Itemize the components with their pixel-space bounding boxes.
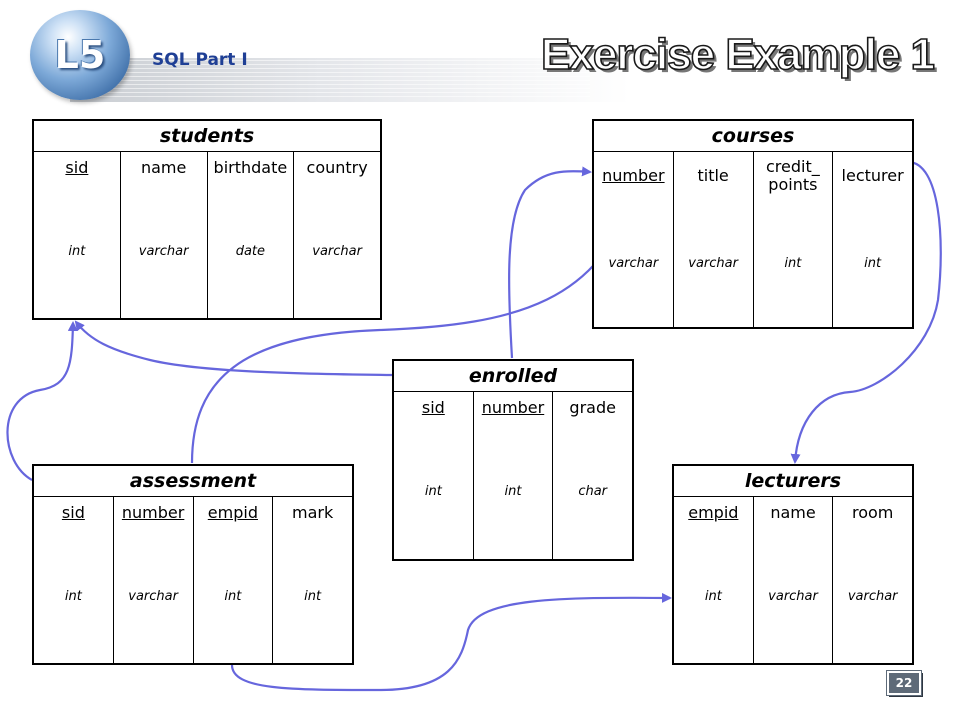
column-empid: empid int: [674, 497, 754, 663]
column-type: date: [235, 243, 266, 259]
slide-title: Exercise Example 1: [540, 29, 936, 80]
column-type: varchar: [847, 588, 898, 604]
column-name: room: [851, 502, 894, 522]
column-name: country: [306, 157, 368, 177]
column-name: empid: [207, 502, 258, 522]
column-name: name: [770, 502, 816, 522]
column-name-field: name varchar: [121, 152, 208, 318]
lecture-badge: L5: [54, 33, 106, 77]
column-name: number: [121, 502, 185, 522]
column-name: empid: [688, 502, 739, 522]
column-number: number varchar: [114, 497, 194, 663]
column-name: sid: [421, 397, 445, 417]
column-type: int: [784, 256, 802, 271]
column-type: varchar: [608, 256, 659, 271]
column-type: int: [864, 256, 882, 271]
connector-assessment-sid-to-students: [6, 321, 78, 481]
table-lecturers: lecturers empid int name varchar room va…: [672, 464, 914, 665]
column-name: birthdate: [213, 157, 288, 177]
column-title: title varchar: [674, 152, 754, 327]
column-name: grade: [569, 397, 616, 417]
column-name: mark: [292, 502, 334, 522]
column-sid: sid int: [394, 392, 474, 559]
column-room: room varchar: [833, 497, 912, 663]
table-title: enrolled: [394, 361, 632, 392]
column-type: int: [504, 484, 522, 499]
column-name-field: name varchar: [754, 497, 834, 663]
slide-subtitle: SQL Part I: [152, 50, 248, 70]
lecture-badge-sphere: [30, 10, 130, 100]
column-country: country varchar: [294, 152, 380, 318]
column-name: sid: [61, 502, 85, 522]
column-type: int: [224, 588, 242, 604]
column-birthdate: birthdate date: [208, 152, 295, 318]
column-type: int: [68, 243, 86, 259]
column-type: varchar: [768, 588, 818, 604]
column-lecturer: lecturer int: [833, 152, 912, 327]
column-name: credit_ points: [766, 156, 820, 194]
column-name: lecturer: [841, 165, 904, 185]
table-title: lecturers: [674, 466, 912, 497]
column-number: number int: [474, 392, 554, 559]
connector-assessment-number-to-courses: [190, 190, 637, 464]
column-type: char: [578, 484, 608, 499]
connector-enrolled-sid-to-students: [74, 320, 393, 377]
column-type: varchar: [138, 243, 189, 259]
table-assessment: assessment sid int number varchar empid …: [32, 464, 354, 665]
column-name: title: [697, 165, 729, 185]
header-stripes: [70, 60, 590, 100]
table-title: assessment: [34, 466, 352, 497]
connector-courses-lecturer-to-lecturers: [790, 160, 942, 464]
table-courses: courses number varchar title varchar cre…: [592, 119, 914, 329]
column-credit-points: credit_ points int: [754, 152, 834, 327]
column-name: number: [602, 165, 665, 185]
column-name: name: [140, 157, 187, 177]
column-number: number varchar: [594, 152, 674, 327]
table-columns: number varchar title varchar credit_ poi…: [594, 152, 912, 327]
table-columns: sid int number varchar empid int mark in…: [34, 497, 352, 663]
column-empid: empid int: [194, 497, 274, 663]
column-sid: sid int: [34, 497, 114, 663]
column-name: sid: [65, 157, 89, 177]
table-columns: sid int name varchar birthdate date coun…: [34, 152, 380, 318]
column-type: int: [704, 588, 722, 604]
table-title: courses: [594, 121, 912, 152]
connector-assessment-empid-to-lecturers: [230, 592, 672, 692]
column-mark: mark int: [273, 497, 352, 663]
column-type: varchar: [688, 256, 738, 271]
column-type: varchar: [128, 588, 178, 604]
column-type: int: [424, 484, 442, 499]
table-columns: sid int number int grade char: [394, 392, 632, 559]
column-type: varchar: [312, 243, 362, 259]
table-students: students sid int name varchar birthdate …: [32, 119, 382, 320]
column-grade: grade char: [553, 392, 632, 559]
column-name: number: [481, 397, 545, 417]
column-type: int: [64, 588, 82, 604]
table-columns: empid int name varchar room varchar: [674, 497, 912, 663]
page-number: 22: [886, 670, 922, 696]
table-enrolled: enrolled sid int number int grade char: [392, 359, 634, 561]
table-title: students: [34, 121, 380, 152]
column-type: int: [304, 588, 322, 604]
column-sid: sid int: [34, 152, 121, 318]
connector-enrolled-number-to-courses: [507, 166, 592, 359]
